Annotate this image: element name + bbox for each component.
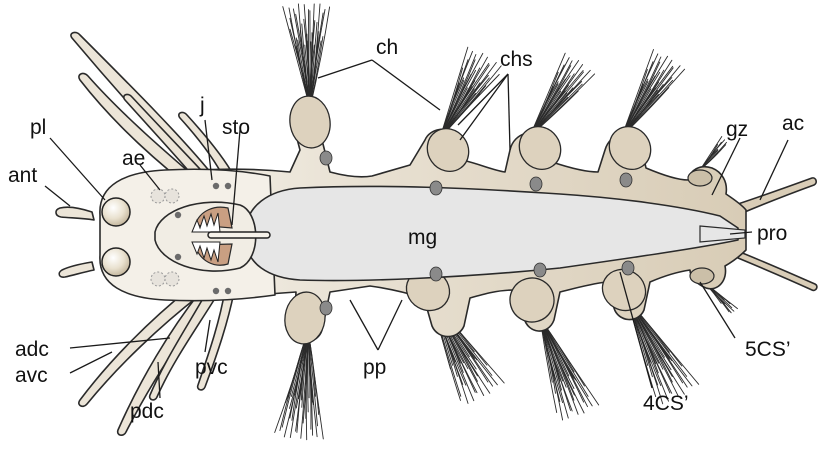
segment-spot (320, 151, 332, 165)
antenna-lower (59, 262, 94, 277)
label-mg: mg (408, 226, 437, 249)
leader-5cs (700, 282, 735, 338)
segment-spot (620, 173, 632, 187)
segment-spot (534, 263, 546, 277)
leader-ch-2 (372, 60, 440, 110)
dot (175, 212, 181, 218)
dot (213, 288, 219, 294)
chaeta (540, 318, 588, 396)
label-pl: pl (30, 116, 46, 139)
dot (175, 254, 181, 260)
terminal-chaetal-sac (688, 170, 712, 186)
label-chs: chs (500, 48, 533, 71)
segment-spot (530, 177, 542, 191)
label-gz: gz (726, 118, 748, 141)
dot (213, 183, 219, 189)
segment-spot (430, 267, 442, 281)
label-4cs: 4CS’ (643, 392, 689, 415)
label-j: j (199, 94, 205, 117)
anal-cirrus-upper (735, 178, 816, 214)
antenna-upper (56, 207, 94, 220)
leader-pl (50, 138, 105, 200)
label-sto: sto (222, 116, 250, 139)
parapodial-lobe (287, 93, 334, 150)
segment-spot (622, 261, 634, 275)
terminal-chaetal-sac (690, 268, 714, 284)
segment-spot (320, 301, 332, 315)
ae-lower-2 (165, 272, 179, 286)
chaeta (700, 142, 727, 170)
leader-pp-1 (350, 300, 378, 350)
segment-spot (430, 181, 442, 195)
stomodeal-tube (208, 232, 270, 238)
leader-pp-2 (378, 300, 402, 350)
eye-upper (102, 198, 130, 226)
label-pp: pp (363, 356, 386, 379)
ae-upper-1 (151, 189, 165, 203)
leader-ant (45, 186, 70, 206)
label-ant: ant (8, 164, 37, 187)
leader-adc (70, 338, 170, 348)
label-5cs: 5CS’ (745, 338, 791, 361)
anal-cirrus-lower (735, 250, 817, 290)
label-pro: pro (757, 222, 787, 245)
label-ac: ac (782, 112, 804, 135)
ae-lower-1 (151, 272, 165, 286)
label-avc: avc (15, 364, 48, 387)
label-pdc: pdc (130, 400, 164, 423)
leader-chs-2 (508, 74, 510, 150)
ae-upper-2 (165, 189, 179, 203)
leader-ch-1 (318, 60, 372, 78)
eye-lower (102, 248, 130, 276)
label-ch: ch (376, 36, 398, 59)
dot (225, 183, 231, 189)
label-pvc: pvc (195, 356, 228, 379)
label-adc: adc (15, 338, 49, 361)
dot (225, 288, 231, 294)
label-ae: ae (122, 147, 145, 170)
leader-pvc (205, 320, 210, 352)
